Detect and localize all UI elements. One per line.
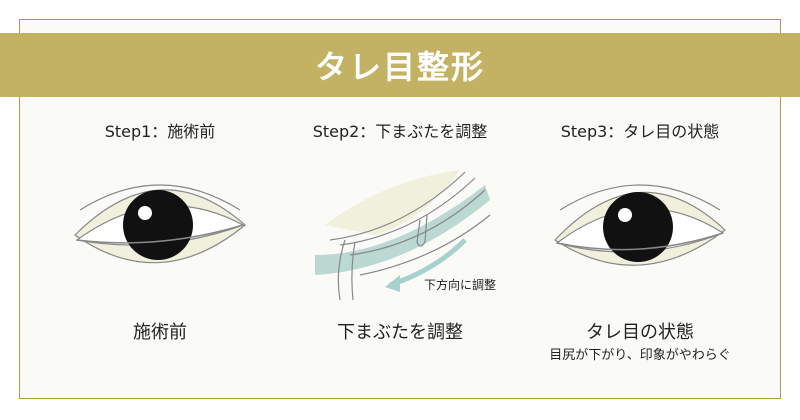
- adjust-direction-annotation: 下方向に調整: [424, 278, 497, 292]
- step2-label: Step2：下まぶたを調整: [312, 122, 488, 141]
- lower-eyelid-adjustment-illustration: [315, 170, 491, 300]
- eye-after-illustration: [554, 184, 726, 266]
- step1-label: Step1：施術前: [104, 122, 216, 141]
- step2-caption: 下まぶたを調整: [337, 322, 463, 343]
- eye-before-illustration: [74, 184, 246, 264]
- page-title: タレ目整形: [314, 48, 485, 86]
- step3-subcaption: 目尻が下がり、印象がやわらぐ: [549, 348, 731, 363]
- step3-caption: タレ目の状態: [586, 322, 694, 343]
- title-banner: タレ目整形: [0, 33, 800, 97]
- step3-label: Step3：タレ目の状態: [560, 122, 720, 141]
- step1-caption: 施術前: [133, 322, 187, 343]
